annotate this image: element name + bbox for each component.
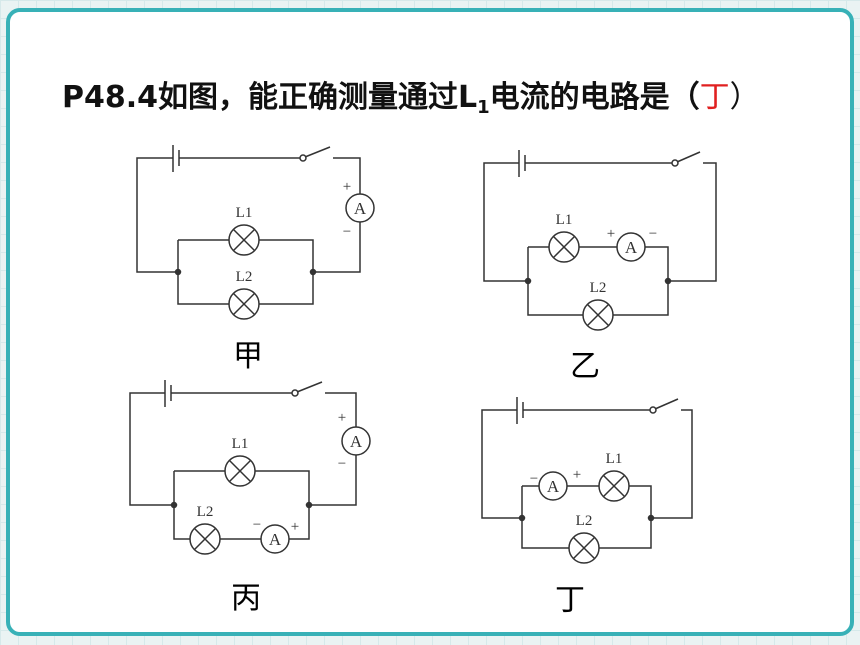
question-subscript: 1 bbox=[477, 97, 490, 118]
plus-sign: + bbox=[338, 410, 346, 426]
lamp-label: L2 bbox=[197, 504, 214, 520]
minus-sign: − bbox=[253, 517, 261, 533]
minus-sign: − bbox=[338, 456, 346, 472]
lamp-l1-bing bbox=[224, 455, 256, 487]
question-suffix: 电流的电路是（ bbox=[489, 80, 700, 115]
lamp-label: L1 bbox=[232, 436, 249, 452]
plus-sign: + bbox=[291, 519, 299, 535]
question-close: ） bbox=[729, 80, 760, 115]
ammeter-letter: A bbox=[625, 238, 638, 257]
lamp-label: L2 bbox=[590, 280, 607, 296]
caption-jia: 甲 bbox=[233, 339, 263, 374]
lamp-label: L1 bbox=[556, 212, 573, 228]
question-text: P48.4如图，能正确测量通过L1电流的电路是（丁） bbox=[62, 78, 842, 118]
lamp-l2-bing bbox=[189, 523, 221, 555]
circuit-jia bbox=[136, 145, 361, 305]
caption-bing: 丙 bbox=[231, 581, 261, 616]
answer-text: 丁 bbox=[699, 80, 730, 115]
lamp-l1-yi bbox=[548, 231, 580, 263]
lamp-l2-ding bbox=[568, 532, 600, 564]
lamp-label: L2 bbox=[576, 513, 593, 529]
lamp-label: L2 bbox=[236, 269, 253, 285]
lamp-l1-ding bbox=[598, 470, 630, 502]
minus-sign: − bbox=[649, 226, 657, 242]
ammeter-letter: A bbox=[269, 530, 282, 549]
caption-yi: 乙 bbox=[570, 349, 600, 384]
lamp-l2-yi bbox=[582, 299, 614, 331]
plus-sign: + bbox=[607, 226, 615, 242]
lamp-label: L1 bbox=[236, 205, 253, 221]
ammeter-letter: A bbox=[354, 199, 367, 218]
minus-sign: − bbox=[343, 224, 351, 240]
lamp-l2-jia bbox=[228, 288, 260, 320]
ammeter-letter: A bbox=[350, 432, 363, 451]
circuit-bing bbox=[129, 380, 357, 540]
question-prefix: P48.4如图，能正确测量通过L bbox=[62, 80, 478, 115]
lamp-label: L1 bbox=[606, 451, 623, 467]
ammeter-letter: A bbox=[547, 477, 560, 496]
plus-sign: + bbox=[573, 467, 581, 483]
caption-ding: 丁 bbox=[555, 583, 585, 618]
slide-card bbox=[6, 8, 854, 636]
plus-sign: + bbox=[343, 179, 351, 195]
lamp-l1-jia bbox=[228, 224, 260, 256]
minus-sign: − bbox=[530, 471, 538, 487]
